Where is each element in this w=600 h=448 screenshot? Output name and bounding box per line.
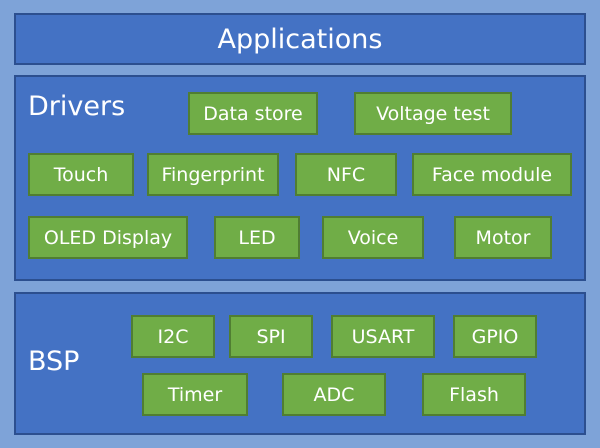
bsp-gpio: GPIO bbox=[453, 315, 537, 358]
bsp-i2c: I2C bbox=[131, 315, 215, 358]
driver-oled-display: OLED Display bbox=[28, 216, 188, 259]
driver-led: LED bbox=[214, 216, 300, 259]
driver-voltage-test: Voltage test bbox=[354, 92, 512, 135]
driver-nfc: NFC bbox=[295, 153, 397, 196]
driver-motor: Motor bbox=[454, 216, 552, 259]
driver-touch: Touch bbox=[28, 153, 134, 196]
applications-title: Applications bbox=[217, 24, 383, 55]
bsp-usart: USART bbox=[331, 315, 435, 358]
bsp-spi: SPI bbox=[229, 315, 313, 358]
drivers-title: Drivers bbox=[28, 91, 126, 122]
driver-fingerprint: Fingerprint bbox=[147, 153, 279, 196]
driver-face-module: Face module bbox=[412, 153, 572, 196]
bsp-adc: ADC bbox=[282, 373, 386, 416]
applications-layer: Applications bbox=[14, 13, 586, 65]
driver-voice: Voice bbox=[322, 216, 424, 259]
bsp-flash: Flash bbox=[422, 373, 526, 416]
bsp-timer: Timer bbox=[142, 373, 248, 416]
driver-data-store: Data store bbox=[188, 92, 318, 135]
drivers-layer: Drivers Data store Voltage test Touch Fi… bbox=[14, 75, 586, 281]
bsp-layer: BSP I2C SPI USART GPIO Timer ADC Flash bbox=[14, 292, 586, 435]
bsp-title: BSP bbox=[28, 346, 80, 377]
